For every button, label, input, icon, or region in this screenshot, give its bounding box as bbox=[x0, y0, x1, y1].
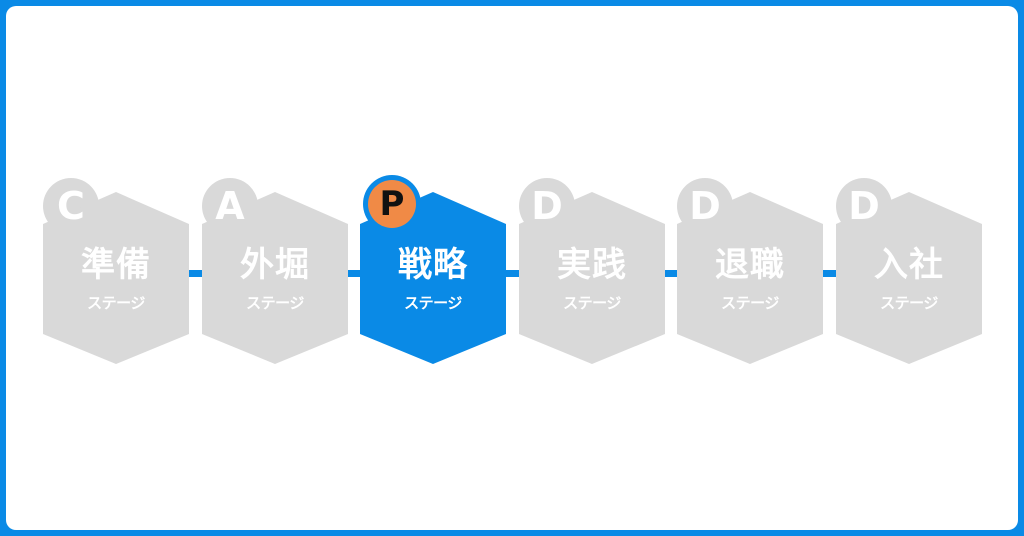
stage-letter-badge: D bbox=[848, 184, 880, 228]
stage-subtitle: ステージ bbox=[563, 294, 621, 312]
stage-title: 準備 bbox=[81, 245, 151, 285]
stage-title: 退職 bbox=[715, 245, 785, 285]
hexagon-shape bbox=[43, 178, 189, 364]
hexagon-shape bbox=[677, 178, 823, 364]
stage-jissen: D 実践 ステージ bbox=[518, 172, 666, 364]
hexagon-shape bbox=[836, 178, 982, 364]
hexagon-shape bbox=[202, 178, 348, 364]
connector-4-5 bbox=[663, 270, 677, 277]
stage-sotobori: A 外堀 ステージ bbox=[201, 172, 349, 364]
connector-2-3 bbox=[347, 270, 361, 277]
stage-title: 入社 bbox=[874, 245, 944, 285]
hexagon-shape bbox=[360, 175, 506, 364]
stage-nyusha: D 入社 ステージ bbox=[835, 172, 983, 364]
connector-3-4 bbox=[505, 270, 519, 277]
stage-letter-badge: A bbox=[215, 184, 245, 228]
stage-subtitle: ステージ bbox=[246, 294, 304, 312]
stage-letter-badge: D bbox=[689, 184, 721, 228]
connector-1-2 bbox=[188, 270, 202, 277]
stage-junbi: C 準備 ステージ bbox=[42, 172, 190, 364]
stage-taishoku: D 退職 ステージ bbox=[676, 172, 824, 364]
stage-subtitle: ステージ bbox=[404, 294, 462, 312]
connector-5-6 bbox=[822, 270, 836, 277]
stage-subtitle: ステージ bbox=[87, 294, 145, 312]
stage-title: 戦略 bbox=[398, 245, 468, 285]
stage-letter-badge: C bbox=[57, 184, 85, 228]
stage-senryaku-active: P 戦略 ステージ bbox=[359, 172, 507, 364]
stage-title: 実践 bbox=[557, 245, 627, 285]
stage-letter-badge: D bbox=[531, 184, 563, 228]
hexagon-shape bbox=[519, 178, 665, 364]
stage-subtitle: ステージ bbox=[880, 294, 938, 312]
stage-letter-badge: P bbox=[379, 184, 405, 224]
stage-subtitle: ステージ bbox=[721, 294, 779, 312]
stage-title: 外堀 bbox=[240, 245, 310, 285]
